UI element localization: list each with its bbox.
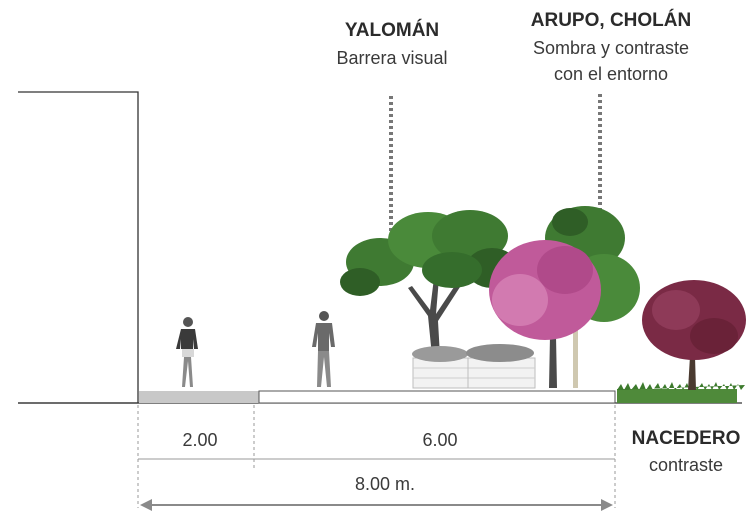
pedestrian-2-icon (312, 311, 335, 387)
sidewalk-width-label: 2.00 (182, 430, 218, 450)
nacedero-subtitle: contraste (648, 455, 724, 475)
building-outline (18, 91, 139, 404)
arupo-line1: Sombra y contraste (532, 38, 690, 58)
pedestrian-1-icon (176, 317, 198, 387)
total-width-label: 8.00 m. (354, 474, 416, 494)
yaloman-tree-icon (340, 210, 518, 356)
arupo-tree-icon (489, 240, 601, 388)
planting-strip-band (258, 390, 616, 404)
planter-boxes (412, 344, 536, 389)
green-width-label: 6.00 (422, 430, 458, 450)
arupo-title: ARUPO, CHOLÁN (530, 10, 692, 31)
nacedero-title: NACEDERO (631, 428, 741, 449)
yaloman-title: YALOMÁN (344, 20, 440, 41)
grass-patch (617, 382, 745, 403)
nacedero-tree-icon (642, 280, 746, 390)
arupo-line2: con el entorno (553, 64, 669, 84)
sidewalk-band (139, 391, 259, 403)
dimension-lines (137, 405, 616, 508)
total-dimension-arrow (140, 499, 613, 511)
yaloman-subtitle: Barrera visual (336, 48, 448, 68)
